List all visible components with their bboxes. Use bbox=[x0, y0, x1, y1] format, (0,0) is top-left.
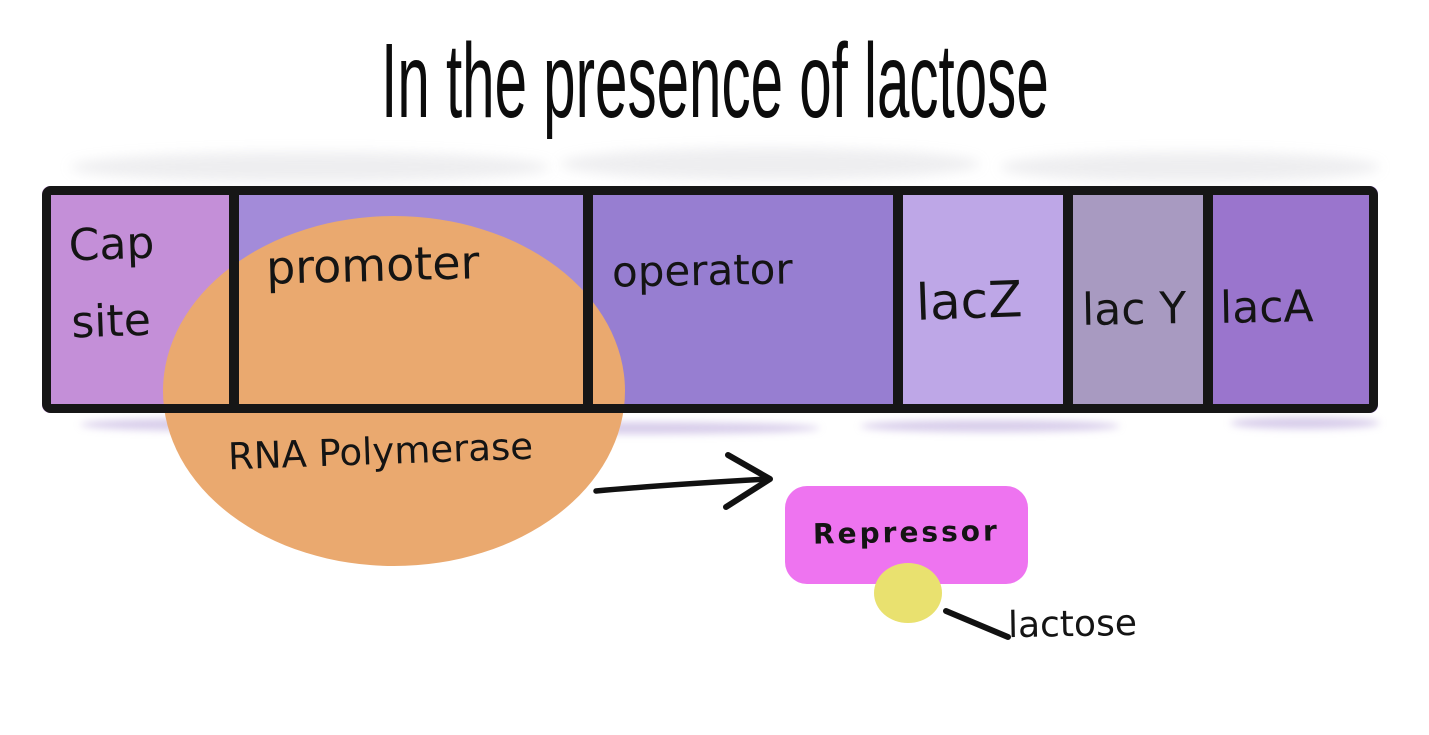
title-wrap: In the presence of lactose bbox=[0, 28, 1429, 134]
lacA-label: lacA bbox=[1219, 281, 1314, 334]
cap-site-label: Cap site bbox=[67, 205, 158, 362]
segment-divider bbox=[583, 186, 593, 413]
segment-divider bbox=[1063, 186, 1073, 413]
right-arrow-icon bbox=[593, 452, 773, 510]
page-title: In the presence of lactose bbox=[380, 22, 1049, 140]
smudge bbox=[1000, 152, 1380, 182]
smudge bbox=[860, 420, 1120, 432]
lacZ-label: lacZ bbox=[915, 270, 1024, 332]
rna-polymerase-blob bbox=[163, 216, 625, 566]
operon-bar-outline bbox=[42, 186, 1378, 413]
repressor-label: Repressor bbox=[812, 513, 1001, 551]
segment-divider bbox=[1203, 186, 1213, 413]
lactose-pointer-line bbox=[943, 608, 1011, 640]
lacY-label: lac Y bbox=[1081, 283, 1187, 336]
smudge bbox=[70, 152, 550, 182]
promoter-label: promoter bbox=[265, 235, 481, 295]
smudge bbox=[560, 148, 980, 180]
segment-operator bbox=[588, 186, 898, 413]
segment-lacZ bbox=[898, 186, 1068, 413]
segment-divider bbox=[229, 186, 239, 413]
segment-lacY bbox=[1068, 186, 1208, 413]
smudge bbox=[1230, 417, 1380, 429]
segment-lacA bbox=[1208, 186, 1378, 413]
lactose-molecule bbox=[874, 563, 942, 623]
lactose-label: lactose bbox=[1007, 602, 1138, 647]
cap-site-label-line2: site bbox=[70, 294, 152, 349]
cap-site-label-line1: Cap bbox=[67, 217, 156, 272]
segment-divider bbox=[893, 186, 903, 413]
operator-label: operator bbox=[611, 244, 794, 297]
